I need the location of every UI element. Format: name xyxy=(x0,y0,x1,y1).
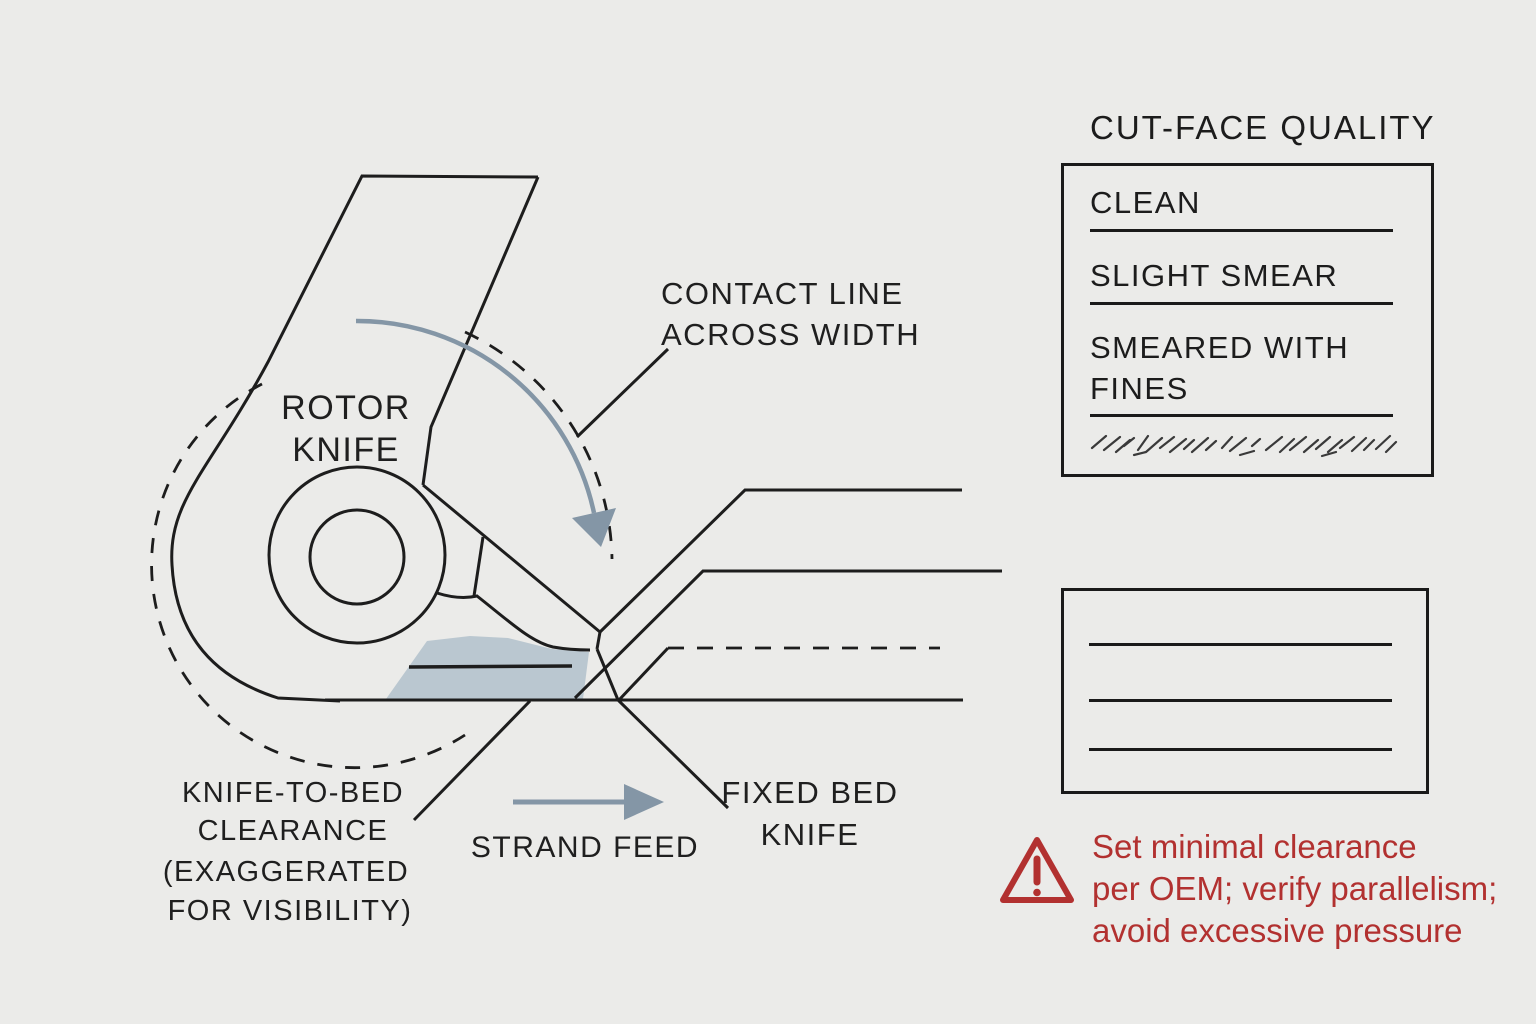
notes-rule-2 xyxy=(1089,699,1392,702)
clearance-gap-line xyxy=(408,664,573,669)
rotor-knife-label-line1: ROTOR xyxy=(281,389,411,427)
contact-line-label-line1: CONTACT LINE xyxy=(661,276,904,311)
warning-triangle-icon xyxy=(1000,837,1074,903)
rotor-knife-right-edge xyxy=(421,176,540,486)
strand-line-middle xyxy=(573,569,1002,700)
fixed-bed-leader-line xyxy=(595,648,730,810)
warning-note-line3: avoid excessive pressure xyxy=(1092,912,1463,949)
cut-face-quality-box: CLEAN SLIGHT SMEAR SMEARED WITH FINES xyxy=(1061,163,1434,477)
rotor-hub-inner xyxy=(308,508,406,606)
rotation-arrow-arc xyxy=(355,318,597,514)
rotation-arrowhead xyxy=(572,508,616,547)
quality-item-smeared-underline xyxy=(1090,414,1393,417)
rotor-knife-label-line2: KNIFE xyxy=(292,431,400,469)
rotor-nose-divider xyxy=(472,536,485,597)
rotor-nose-bottom-edge xyxy=(436,591,591,652)
rotor-nose-tip-edge xyxy=(595,631,602,650)
rotor-hub-outer xyxy=(267,465,447,645)
rotation-dashed-arc xyxy=(464,330,614,560)
strand-line-top xyxy=(598,488,962,634)
quality-item-clean-underline xyxy=(1090,229,1393,232)
strand-feed-arrowhead xyxy=(624,784,664,820)
warning-note-line2: per OEM; verify parallelism; xyxy=(1092,870,1498,907)
quality-item-slight-smear: SLIGHT SMEAR xyxy=(1090,258,1339,293)
strand-feed-label: STRAND FEED xyxy=(471,831,699,864)
rotor-nose-top-edge xyxy=(422,483,601,634)
warning-note: Set minimal clearance per OEM; verify pa… xyxy=(1092,826,1536,952)
clearance-label-line4: FOR VISIBILITY) xyxy=(168,895,413,927)
notes-rule-1 xyxy=(1089,643,1392,646)
contact-leader-line xyxy=(575,347,670,439)
clearance-label-line2: CLEARANCE xyxy=(198,815,389,847)
quality-item-smeared-line1: SMEARED WITH xyxy=(1090,330,1350,365)
strand-centerline-lead xyxy=(617,646,670,702)
notes-rule-3 xyxy=(1089,748,1392,751)
notes-box xyxy=(1061,588,1429,794)
clearance-label-line3: (EXAGGERATED xyxy=(163,856,409,888)
quality-item-clean: CLEAN xyxy=(1090,185,1201,220)
quality-item-slight-smear-underline xyxy=(1090,302,1393,305)
warning-note-line1: Set minimal clearance xyxy=(1092,828,1417,865)
fixed-bed-label-line1: FIXED BED xyxy=(721,775,898,810)
clearance-leader-line xyxy=(412,699,532,822)
fixed-bed-label-line2: KNIFE xyxy=(761,817,860,852)
clearance-label-line1: KNIFE-TO-BED xyxy=(182,777,404,809)
quality-item-smeared-line2: FINES xyxy=(1090,371,1189,406)
cut-face-quality-title: CUT-FACE QUALITY xyxy=(1090,109,1436,146)
rotor-knife-outline xyxy=(170,174,539,703)
smear-texture xyxy=(1090,434,1398,458)
contact-line-label-line2: ACROSS WIDTH xyxy=(661,317,920,352)
